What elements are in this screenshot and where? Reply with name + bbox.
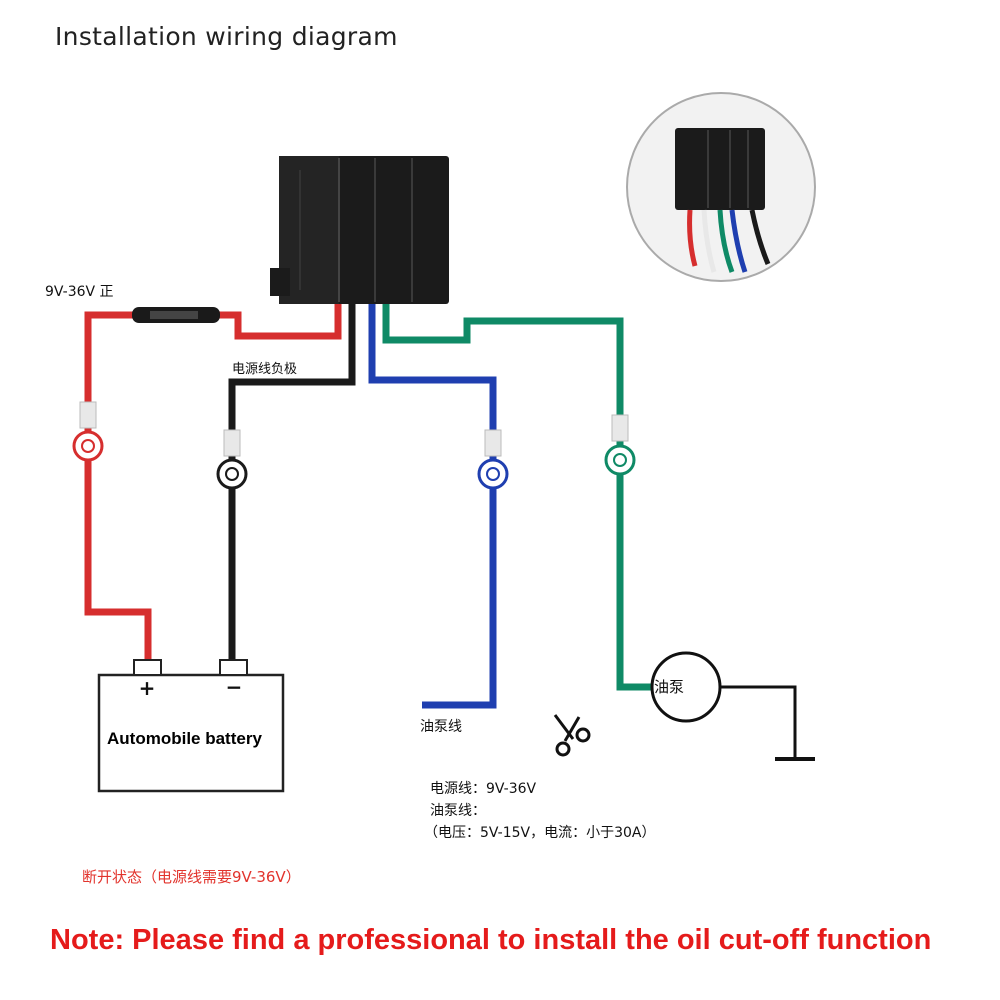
pump-label: 油泵 (654, 678, 685, 696)
connector-photo (626, 92, 816, 282)
ring-terminal-icon (477, 429, 509, 490)
spec-oil-line-values: （电压：5V-15V，电流：小于30A） (424, 825, 656, 841)
blue-wire (368, 304, 497, 709)
ring-terminal-icon (216, 429, 248, 490)
power-negative-label: 电源线负极 (232, 362, 298, 377)
black-wire (228, 304, 356, 662)
note-text: Note: Please find a professional to inst… (50, 924, 932, 956)
ring-terminal-icon (604, 414, 636, 476)
battery-plus: + (139, 676, 156, 700)
status-text: 断开状态（电源线需要9V-36V） (82, 868, 301, 886)
battery: + − (97, 659, 285, 793)
fuse-icon (132, 307, 220, 323)
positive-voltage-label: 9V-36V 正 (45, 284, 114, 300)
oil-pump-line-label: 油泵线 (420, 719, 462, 735)
relay-module (270, 156, 449, 304)
spec-oil-line: 油泵线： (430, 803, 486, 819)
oil-pump (650, 651, 797, 757)
page-title: Installation wiring diagram (55, 22, 398, 51)
red-wire (84, 304, 342, 662)
ring-terminal-icon (72, 401, 104, 462)
battery-label: Automobile battery (107, 729, 262, 748)
green-wire (382, 304, 652, 691)
battery-minus: − (226, 675, 243, 699)
scissors-icon (553, 714, 591, 757)
spec-power-line: 电源线：9V-36V (430, 781, 537, 797)
